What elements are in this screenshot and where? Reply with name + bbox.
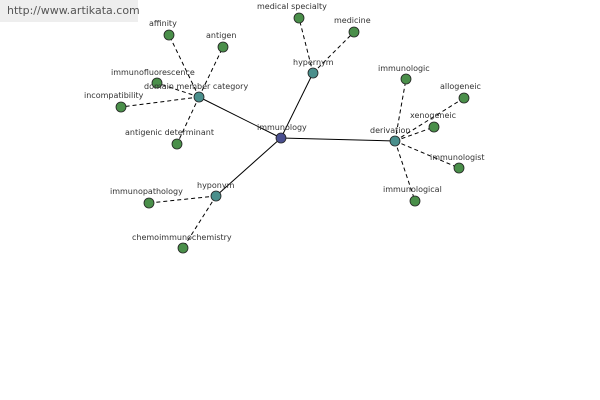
- node-label-incompatibility[interactable]: incompatibility: [84, 91, 144, 100]
- labels-layer: immunology hypernym domain member category…: [84, 2, 485, 242]
- node-label-antigen[interactable]: antigen: [206, 31, 236, 40]
- edge-immunology-hyponym: [215, 137, 282, 197]
- node-incompatibility[interactable]: [115, 101, 127, 113]
- node-label-immunology[interactable]: immunology: [257, 123, 307, 132]
- edge-domain_member_category-incompatibility: [120, 96, 200, 108]
- node-label-chemoimmunochemistry[interactable]: chemoimmunochemistry: [132, 233, 232, 242]
- edges-layer: [120, 17, 465, 249]
- node-xenogeneic[interactable]: [428, 121, 440, 133]
- edge-immunology-derivation: [280, 137, 396, 142]
- edge-derivation-immunologist: [394, 140, 460, 169]
- node-medical-specialty[interactable]: [293, 12, 305, 24]
- edge-domain_member_category-antigen: [198, 46, 224, 98]
- node-label-immunofluorescence[interactable]: immunofluorescence: [111, 68, 195, 77]
- node-antigenic-determinant[interactable]: [171, 138, 183, 150]
- edge-domain_member_category-antigenic_determinant: [176, 96, 200, 145]
- edge-derivation-immunologic: [394, 78, 407, 142]
- edge-domain_member_category-affinity: [168, 34, 200, 98]
- edge-immunology-hypernym: [280, 72, 314, 139]
- node-label-hyponym[interactable]: hyponym: [197, 181, 235, 190]
- node-medicine[interactable]: [348, 26, 360, 38]
- node-domain-member-category[interactable]: [193, 91, 205, 103]
- node-antigen[interactable]: [217, 41, 229, 53]
- edge-hypernym-medical_specialty: [298, 17, 314, 74]
- node-label-medicine[interactable]: medicine: [334, 16, 371, 25]
- node-label-allogeneic[interactable]: allogeneic: [440, 82, 481, 91]
- edge-hypernym-medicine: [312, 31, 355, 74]
- node-label-immunologic[interactable]: immunologic: [378, 64, 430, 73]
- node-label-domain-member-category[interactable]: domain member category: [144, 82, 248, 91]
- node-label-immunological[interactable]: immunological: [383, 185, 442, 194]
- node-immunologic[interactable]: [400, 73, 412, 85]
- edge-hyponym-chemoimmunochemistry: [182, 195, 217, 249]
- edge-hyponym-immunopathology: [148, 195, 217, 204]
- node-allogeneic[interactable]: [458, 92, 470, 104]
- node-derivation[interactable]: [389, 135, 401, 147]
- node-label-antigenic-determinant[interactable]: antigenic determinant: [125, 128, 214, 137]
- node-hyponym[interactable]: [210, 190, 222, 202]
- node-label-medical-specialty[interactable]: medical specialty: [257, 2, 327, 11]
- node-chemoimmunochemistry[interactable]: [177, 242, 189, 254]
- node-immunologist[interactable]: [453, 162, 465, 174]
- node-immunopathology[interactable]: [143, 197, 155, 209]
- node-hypernym[interactable]: [307, 67, 319, 79]
- edge-domain_member_category-immunofluorescence: [156, 82, 200, 98]
- edge-derivation-immunological: [394, 140, 416, 202]
- node-immunological[interactable]: [409, 195, 421, 207]
- node-label-derivation[interactable]: derivation: [370, 126, 410, 135]
- edge-immunology-domain_member_category: [198, 96, 282, 139]
- node-label-immunopathology[interactable]: immunopathology: [110, 187, 183, 196]
- node-label-affinity[interactable]: affinity: [149, 19, 177, 28]
- node-immunofluorescence[interactable]: [151, 77, 163, 89]
- nodes-layer: [115, 12, 470, 254]
- node-label-immunologist[interactable]: immunologist: [430, 153, 485, 162]
- node-label-xenogeneic[interactable]: xenogeneic: [410, 111, 456, 120]
- watermark-url[interactable]: http://www.artikata.com: [0, 0, 140, 22]
- node-immunology[interactable]: [275, 132, 287, 144]
- node-affinity[interactable]: [163, 29, 175, 41]
- node-label-hypernym[interactable]: hypernym: [293, 58, 334, 67]
